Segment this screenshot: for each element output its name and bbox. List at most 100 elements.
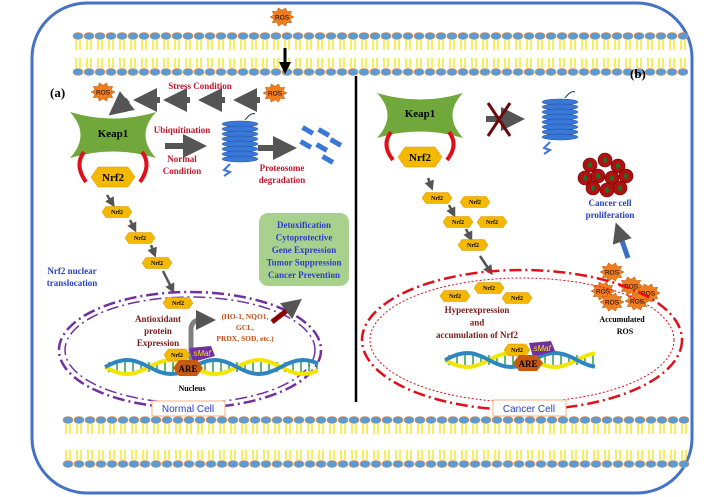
lipid-head (469, 460, 481, 468)
lipid-tail (515, 40, 521, 68)
lipid-head (337, 460, 349, 468)
lipid-tail (296, 424, 302, 460)
lipid-tail (681, 424, 687, 460)
lipid-head (248, 32, 260, 40)
lipid-head (149, 32, 161, 40)
lipid-head (205, 416, 217, 424)
lipid-head (303, 68, 315, 76)
lipid-head (468, 68, 480, 76)
lipid-head (171, 68, 183, 76)
lipid-tail (306, 40, 312, 68)
ros-star: ROS (262, 83, 288, 103)
lipid-head (215, 68, 227, 76)
lipid-tail (262, 40, 268, 68)
lipid-head (248, 68, 260, 76)
lipid-tail (120, 424, 126, 460)
lipid-head (227, 416, 239, 424)
lipid-head (645, 416, 657, 424)
ros-label: ROS (275, 15, 290, 22)
lipid-head (677, 32, 689, 40)
lipid-head (447, 416, 459, 424)
lipid-head (150, 460, 162, 468)
ros-label: ROS (268, 91, 283, 98)
lipid-head (326, 460, 338, 468)
lipid-head (315, 416, 327, 424)
lipid-head (656, 416, 668, 424)
nrf2-label: Nrf2 (449, 294, 461, 300)
lipid-head (435, 68, 447, 76)
lipid-head (490, 32, 502, 40)
lipid-head (546, 416, 558, 424)
nrf2-label: Nrf2 (151, 261, 163, 267)
lipid-head (623, 460, 635, 468)
lipid-head (160, 32, 172, 40)
lipid-head (293, 460, 305, 468)
lipid-tail (230, 424, 236, 460)
lipid-head (304, 416, 316, 424)
lipid-tail (603, 40, 609, 68)
nucleus-membrane-b (360, 268, 684, 412)
lipid-tail (273, 40, 279, 68)
lipid-head (138, 68, 150, 76)
lipid-head (83, 32, 95, 40)
lipid-head (238, 460, 250, 468)
lipid-head (226, 32, 238, 40)
lipid-head (358, 32, 370, 40)
hyperexpression-label: Hyperexpression (445, 305, 510, 315)
ros-label: ROS (630, 299, 645, 306)
lipid-head (370, 416, 382, 424)
lipid-head (644, 68, 656, 76)
lipid-head (601, 416, 613, 424)
antioxidant-label: Expression (137, 338, 179, 348)
lipid-tail (648, 424, 654, 460)
lipid-head (204, 68, 216, 76)
lipid-head (502, 460, 514, 468)
lipid-head (501, 32, 513, 40)
lipid-head (106, 416, 118, 424)
ros-label: ROS (605, 270, 620, 277)
lipid-head (424, 32, 436, 40)
lipid-head (501, 68, 513, 76)
lipid-head (523, 68, 535, 76)
nrf2-label: Nrf2 (469, 200, 481, 206)
lipid-head (579, 416, 591, 424)
lipid-head (523, 32, 535, 40)
cancer-cell-box (492, 399, 567, 417)
lipid-head (237, 32, 249, 40)
lipid-head (633, 32, 645, 40)
lipid-head (480, 460, 492, 468)
stress-arrows (108, 88, 260, 116)
lipid-tail (593, 424, 599, 460)
stress-condition-label: Stress Condition (168, 81, 232, 91)
ros-label: ROS (596, 289, 611, 296)
lipid-head (205, 460, 217, 468)
lipid-head (589, 68, 601, 76)
outcomes-box (259, 213, 349, 286)
lipid-head (534, 68, 546, 76)
lipid-head (380, 68, 392, 76)
lipid-head (336, 32, 348, 40)
normal-cell-box (151, 400, 226, 417)
lipid-tail (208, 424, 214, 460)
lipid-tail (494, 424, 500, 460)
lipid-head (590, 460, 602, 468)
lipid-tail (196, 40, 202, 68)
nrf2-label: Nrf2 (467, 243, 479, 249)
lipid-tail (472, 424, 478, 460)
lipid-head (194, 416, 206, 424)
nrf2-hexagon: Nrf2 (397, 146, 443, 168)
lipid-head (161, 460, 173, 468)
ros-label: ROS (624, 284, 639, 291)
keap1-label-b: Keap1 (405, 108, 436, 120)
lipid-head (336, 68, 348, 76)
lipid-head (402, 68, 414, 76)
lipid-head (94, 68, 106, 76)
lipid-head (590, 416, 602, 424)
nrf2-small-b: Nrf2 (457, 239, 489, 251)
gene-list-item: PRDX, SOD, etc.) (216, 334, 274, 343)
keap1-shape-a: Keap1 (70, 112, 156, 158)
lipid-head (458, 416, 470, 424)
nrf2-label: Nrf2 (431, 196, 443, 202)
lipid-head (73, 460, 85, 468)
lipid-tail (142, 424, 148, 460)
